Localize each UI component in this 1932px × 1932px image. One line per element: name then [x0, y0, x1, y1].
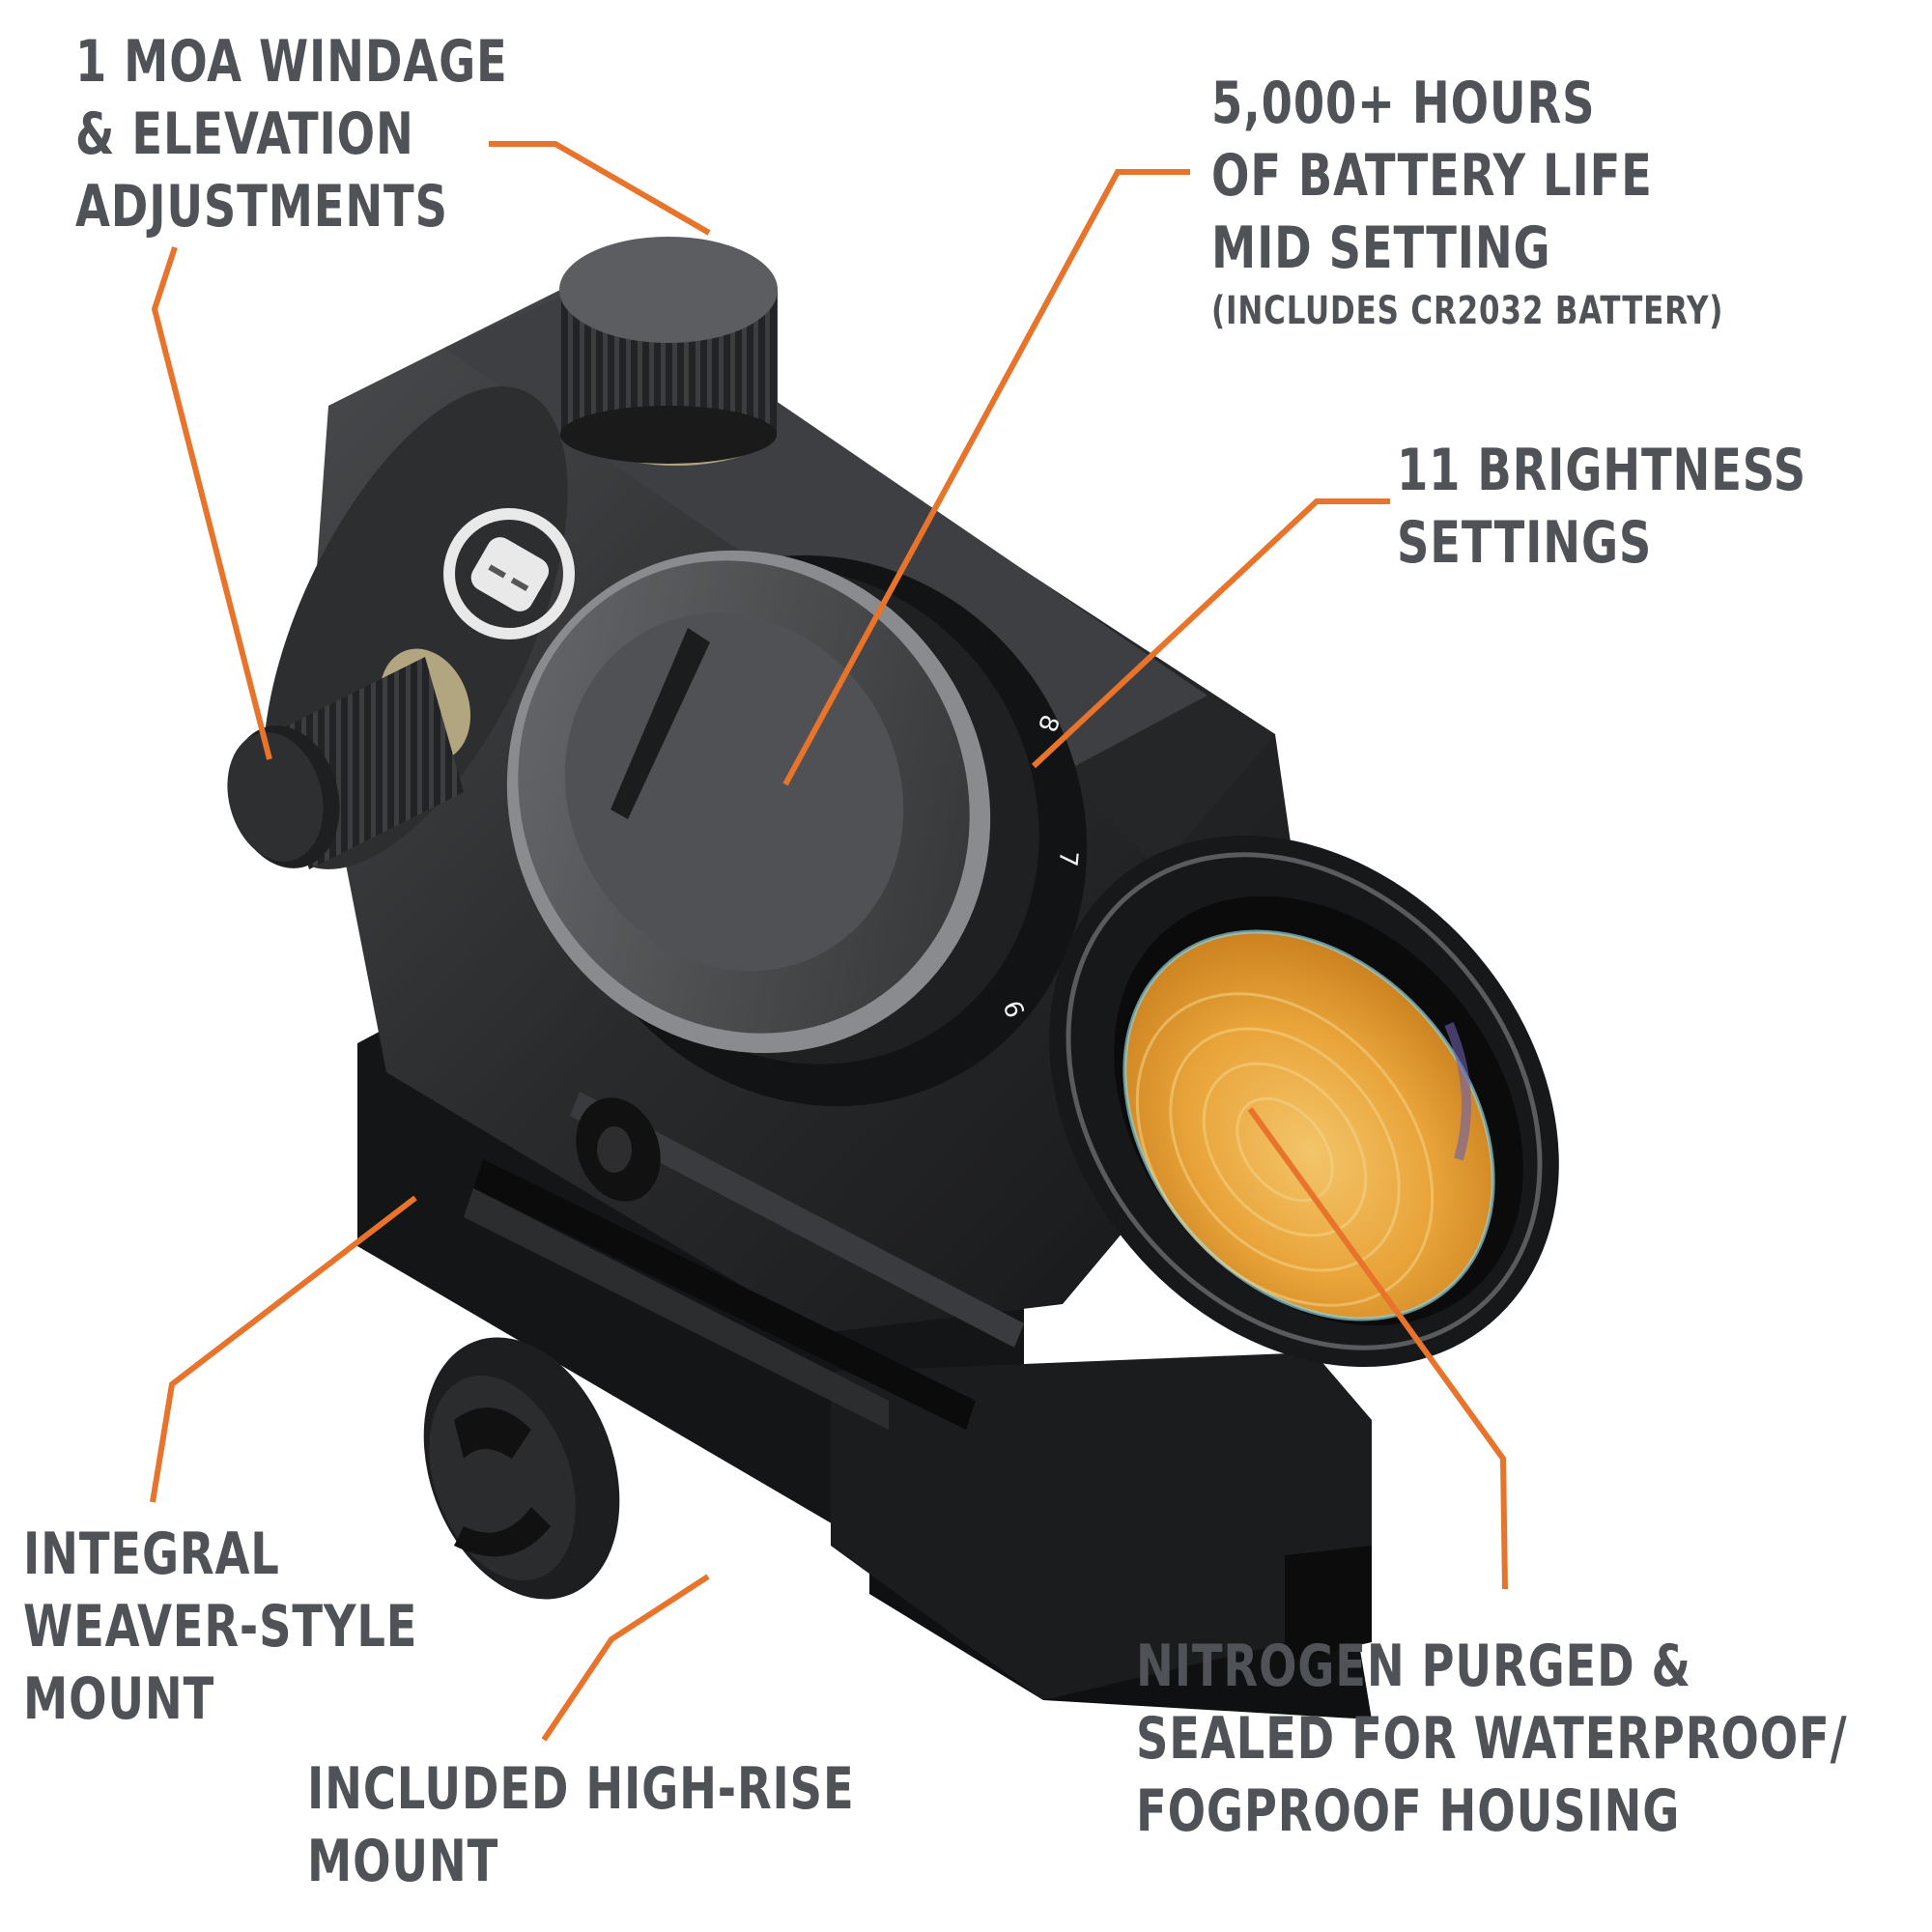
callout-line: 5,000+ HOURS: [1211, 70, 1596, 137]
high-rise-leader: [541, 1574, 710, 1742]
callout-line: MOUNT: [307, 1828, 499, 1895]
windage-leader-side: [151, 246, 272, 760]
callout-line: ADJUSTMENTS: [75, 173, 448, 241]
battery-cap: [506, 550, 991, 1054]
weaver-leader: [150, 1195, 417, 1503]
callout-weaver-mount: INTEGRAL WEAVER-STYLE MOUNT: [23, 1519, 482, 1736]
brightness-leader: [1031, 498, 1390, 769]
windage-leader-top: [489, 141, 711, 236]
callout-subline: (INCLUDES CR2032 BATTERY): [1211, 289, 1724, 333]
callout-line: SETTINGS: [1397, 509, 1653, 577]
bushnell-logo-icon: B: [443, 508, 575, 639]
callout-line: FOGPROOF HOUSING: [1136, 1777, 1681, 1845]
callout-line: MID SETTING: [1211, 214, 1551, 282]
callout-high-rise-mount: INCLUDED HIGH-RISE MOUNT: [307, 1753, 944, 1898]
callout-line: SEALED FOR WATERPROOF/: [1136, 1705, 1848, 1773]
callout-line: 11 BRIGHTNESS: [1397, 437, 1807, 504]
callout-line: & ELEVATION: [75, 100, 414, 168]
callout-windage-elevation: 1 MOA WINDAGE & ELEVATION ADJUSTMENTS: [75, 26, 578, 243]
nitrogen-leader: [1247, 1107, 1508, 1590]
callout-line: NITROGEN PURGED &: [1136, 1633, 1691, 1700]
callout-line: 1 MOA WINDAGE: [75, 28, 508, 96]
battery-leader: [782, 169, 1190, 786]
callout-brightness-settings: 11 BRIGHTNESS SETTINGS: [1397, 435, 1873, 580]
callout-nitrogen-purged: NITROGEN PURGED & SEALED FOR WATERPROOF/…: [1136, 1631, 1932, 1848]
objective-lens: [1049, 835, 1559, 1368]
dial-number: 7: [1053, 849, 1083, 867]
elevation-turret-knob: [559, 237, 778, 466]
callout-line: OF BATTERY LIFE: [1211, 142, 1653, 210]
callout-line: INCLUDED HIGH-RISE: [307, 1755, 855, 1823]
windage-turret-knob: [227, 648, 471, 869]
hex-screw: [576, 1097, 661, 1202]
callout-battery-life: 5,000+ HOURS OF BATTERY LIFE MID SETTING…: [1211, 68, 1807, 337]
mount-clamp-nut: [423, 1337, 620, 1600]
callout-line: MOUNT: [23, 1665, 215, 1733]
callout-line: INTEGRAL: [23, 1520, 280, 1588]
callout-leader-lines: [150, 141, 1508, 1742]
callout-line: WEAVER-STYLE: [23, 1593, 418, 1661]
